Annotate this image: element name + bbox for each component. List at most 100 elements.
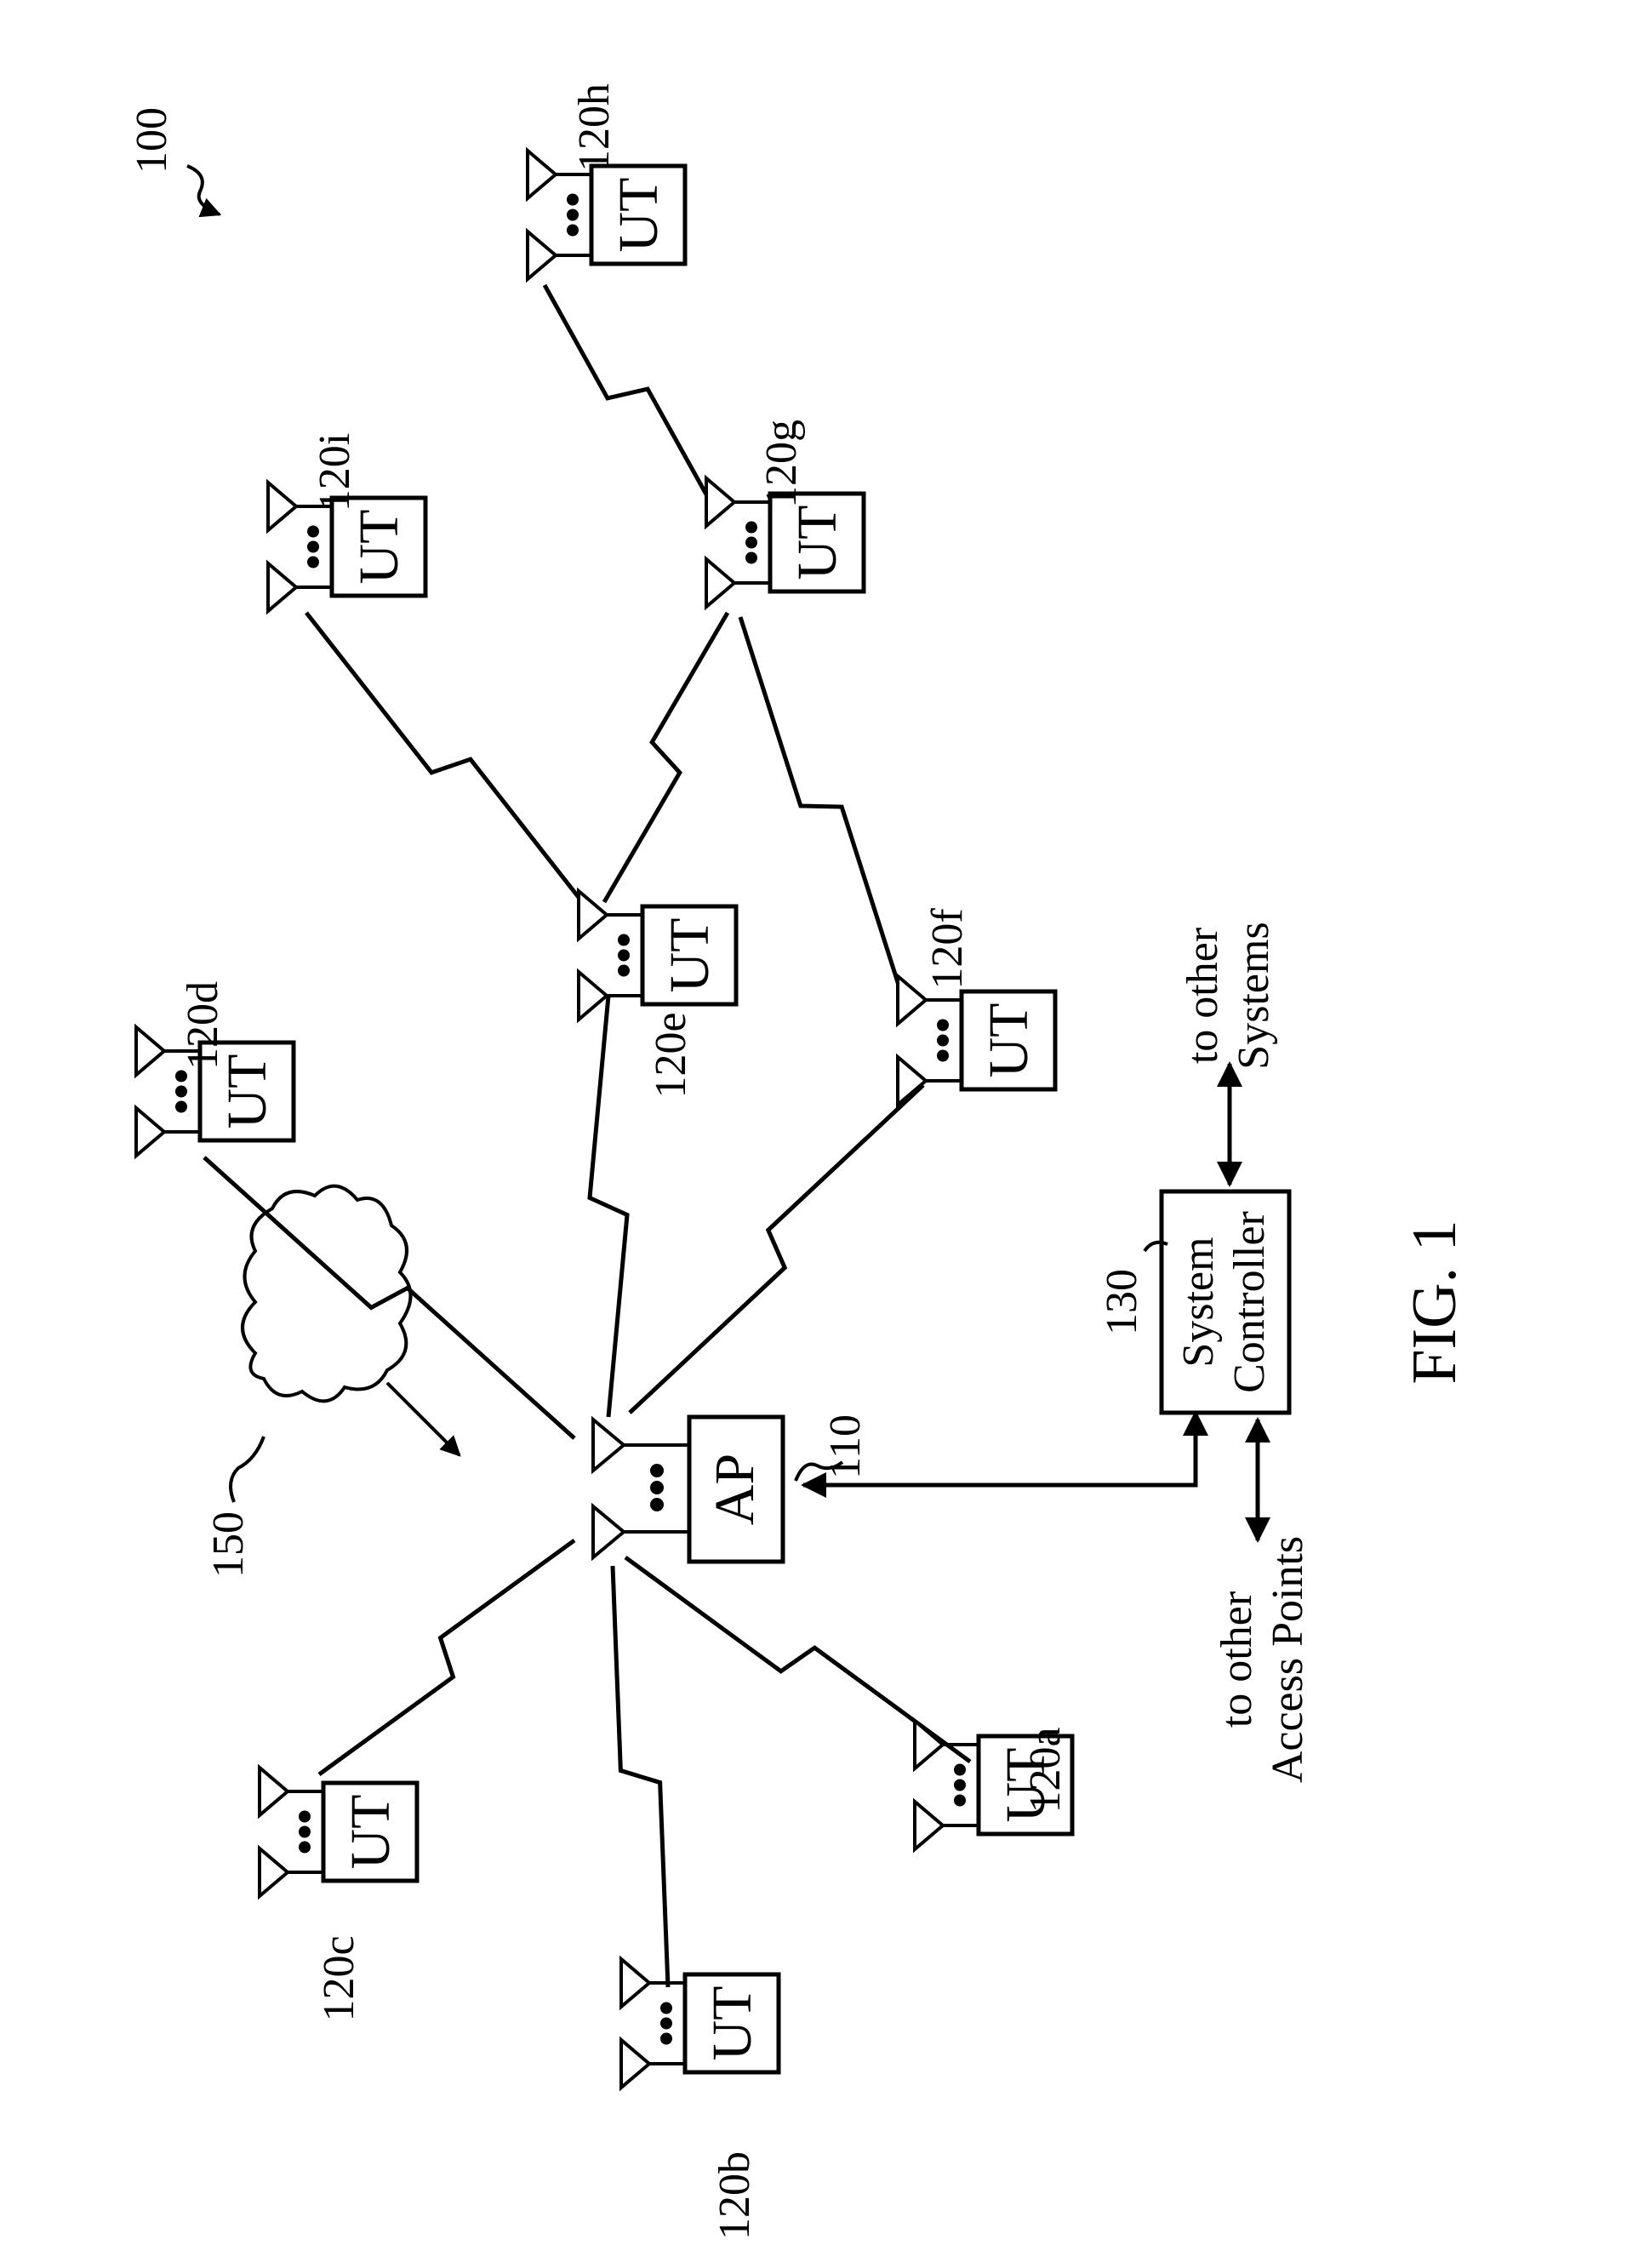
terminal-c-dot-3 <box>299 1842 311 1854</box>
terminal-c-antenna-1-icon <box>260 1768 288 1815</box>
terminal-d-ref-label: 120d <box>179 981 227 1070</box>
terminal-i: UT120i <box>268 433 425 611</box>
terminal-d-antenna-2-icon <box>136 1108 164 1156</box>
terminal-c-label: UT <box>340 1795 402 1870</box>
terminal-h: UT 120h <box>528 83 685 279</box>
system-controller: System Controller 130 to other Access Po… <box>803 922 1312 1783</box>
terminal-g-dot-2 <box>745 537 757 549</box>
cloud-ref-leader <box>231 1437 264 1502</box>
terminal-i-dot-1 <box>307 526 319 538</box>
cloud-icon <box>243 1186 411 1402</box>
terminal-i-dot-3 <box>307 557 319 568</box>
terminal-g: UT120g <box>706 420 864 607</box>
system-ref-label: 100 <box>128 107 176 174</box>
terminal-e-antenna-2-icon <box>579 972 607 1020</box>
terminal-f-label: UT <box>978 1003 1040 1078</box>
link-AP-b <box>613 1566 668 1987</box>
ap-dot-2 <box>650 1481 664 1494</box>
terminal-b-dot-3 <box>660 2033 672 2045</box>
terminal-f-antenna-1-icon <box>898 976 926 1024</box>
terminal-e-dot-3 <box>618 965 630 977</box>
link-e-g <box>604 613 728 902</box>
terminal-d: UT120d <box>136 981 294 1156</box>
other-access-points-label-1: to other <box>1213 1591 1261 1728</box>
terminal-a-antenna-2-icon <box>915 1802 943 1849</box>
terminal-d-antenna-1-icon <box>136 1027 164 1075</box>
terminal-i-antenna-2-icon <box>268 563 296 611</box>
interference-cloud: 150 <box>204 1186 460 1578</box>
terminal-f-dot-3 <box>937 1050 949 1062</box>
system-controller-label-1: System <box>1174 1237 1223 1367</box>
terminal-a: UT120a <box>915 1721 1072 1849</box>
terminal-f: UT120f <box>898 908 1055 1105</box>
terminal-nodes: UT120aUT120bUT120cUT120dUT120eUT120fUT12… <box>136 83 1072 2240</box>
terminal-h-dot-2 <box>567 209 579 221</box>
link-AP-f <box>630 1085 923 1413</box>
terminal-c-dot-1 <box>299 1811 311 1823</box>
terminal-e-ref-label: 120e <box>647 1012 695 1098</box>
terminal-d-dot-1 <box>175 1071 187 1083</box>
terminal-h-dot-3 <box>567 225 579 237</box>
terminal-h-antenna-2-icon <box>528 231 556 279</box>
terminal-h-dot-1 <box>567 194 579 206</box>
terminal-b-antenna-1-icon <box>621 1959 649 2007</box>
terminal-c-dot-2 <box>299 1826 311 1838</box>
terminal-c-ref-label: 120c <box>315 1935 363 2021</box>
system-controller-ref-label: 130 <box>1098 1269 1146 1335</box>
link-e-i <box>306 613 596 919</box>
other-systems-label-1: to other <box>1179 928 1227 1064</box>
terminal-a-antenna-1-icon <box>915 1721 943 1768</box>
terminal-d-dot-3 <box>175 1101 187 1113</box>
terminal-g-ref-label: 120g <box>757 420 806 508</box>
terminal-b-label: UT <box>701 1986 763 2061</box>
terminal-a-dot-3 <box>954 1795 966 1807</box>
system-ref-arrow <box>187 166 220 214</box>
terminal-a-dot-2 <box>954 1780 966 1791</box>
terminal-i-dot-2 <box>307 541 319 553</box>
terminal-b-dot-2 <box>660 2018 672 2030</box>
terminal-h-label: UT <box>608 178 670 253</box>
link-AP-e <box>590 996 627 1417</box>
figure-caption: FIG. 1 <box>1400 1220 1470 1384</box>
terminal-b: UT 120b <box>621 1959 779 2240</box>
terminal-h-ref-label: 120h <box>570 83 619 172</box>
access-point: AP 110 <box>593 1414 870 1562</box>
terminal-c: UT 120c <box>260 1768 417 2022</box>
terminal-a-dot-1 <box>954 1764 966 1776</box>
terminal-i-antenna-1-icon <box>268 483 296 530</box>
terminal-f-dot-1 <box>937 1020 949 1031</box>
terminal-g-antenna-2-icon <box>706 559 734 607</box>
terminal-g-label: UT <box>786 506 848 580</box>
terminal-b-antenna-2-icon <box>621 2040 649 2088</box>
system-reference: 100 <box>128 107 220 214</box>
link-AP-d <box>204 1157 574 1438</box>
terminal-e-dot-1 <box>618 934 630 946</box>
link-g-h <box>545 285 711 502</box>
terminal-g-dot-3 <box>745 552 757 564</box>
link-AP-c <box>319 1540 574 1774</box>
terminal-b-dot-1 <box>660 2002 672 2014</box>
system-controller-label-2: Controller <box>1225 1211 1274 1393</box>
cloud-ref-label: 150 <box>204 1511 253 1578</box>
terminal-a-ref-label: 120a <box>1021 1727 1070 1813</box>
terminal-e-dot-2 <box>618 950 630 962</box>
terminal-e-antenna-1-icon <box>579 891 607 939</box>
terminal-i-label: UT <box>348 510 410 585</box>
cloud-arrow <box>387 1383 460 1455</box>
ap-dot-3 <box>650 1498 664 1511</box>
terminal-b-ref-label: 120b <box>711 2151 759 2240</box>
terminal-c-antenna-2-icon <box>260 1848 288 1896</box>
terminal-f-dot-2 <box>937 1035 949 1047</box>
ap-dot-1 <box>650 1464 664 1477</box>
terminal-g-dot-1 <box>745 522 757 534</box>
other-access-points-label-2: Access Points <box>1264 1536 1312 1783</box>
terminal-e-label: UT <box>659 918 721 993</box>
other-systems-label-2: Systems <box>1230 922 1278 1069</box>
terminal-g-antenna-1-icon <box>706 478 734 526</box>
terminal-i-ref-label: 120i <box>311 433 359 511</box>
ap-label: AP <box>704 1454 766 1525</box>
terminal-d-dot-2 <box>175 1086 187 1098</box>
link-f-g <box>740 617 902 996</box>
